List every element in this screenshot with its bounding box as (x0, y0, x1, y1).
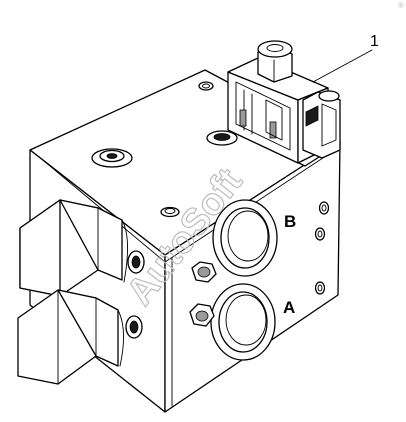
port-label-b: B (284, 212, 296, 231)
right-face-ports: B A (189, 199, 330, 361)
port-screw-upper (191, 261, 217, 283)
callout-leader (312, 49, 373, 83)
solenoid-valve: 1 (227, 33, 379, 167)
lower-hex-cap (17, 289, 124, 385)
hex-plug-caps (17, 199, 145, 385)
block-right-face (164, 141, 341, 413)
watermark-mark: ® (398, 1, 404, 10)
upper-hex-cap (19, 199, 129, 297)
port-b (212, 199, 278, 277)
port-screw-lower (189, 303, 215, 327)
top-face-details (91, 81, 238, 218)
callout-number: 1 (370, 33, 379, 50)
port-a (210, 283, 276, 361)
port-label-a: A (283, 298, 295, 317)
